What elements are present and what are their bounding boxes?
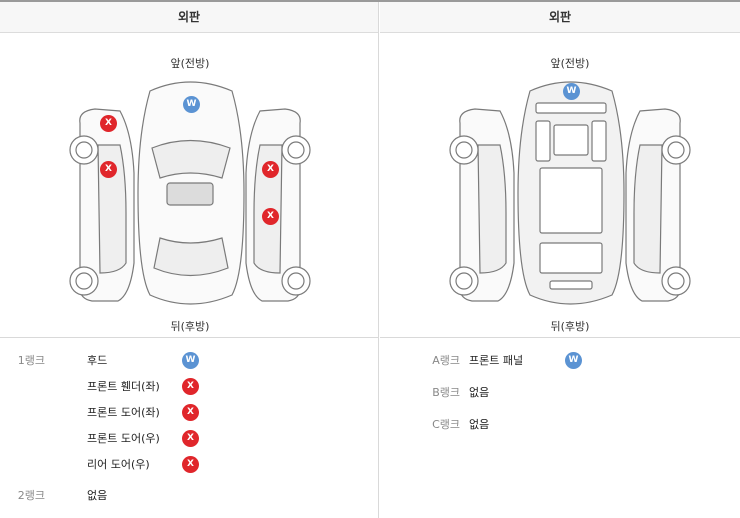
list-item: 리어 도어(우) X	[0, 455, 379, 475]
status-badge: X	[182, 456, 199, 473]
list-item: A랭크 프론트 패널 W	[380, 351, 740, 371]
status-badge: W	[182, 352, 199, 369]
frame-diagram: 앞(전방) 뒤(후방) W	[380, 33, 740, 338]
list-item: C랭크 없음	[432, 418, 490, 431]
marker-front-door-left[interactable]: X	[100, 161, 117, 178]
marker-front-panel[interactable]: W	[563, 83, 580, 100]
outer-panel-header: 외판	[0, 2, 378, 33]
list-item: 프론트 도어(좌) X	[0, 403, 379, 423]
status-badge: X	[182, 430, 199, 447]
status-badge: X	[182, 404, 199, 421]
rear-label: 뒤(후방)	[170, 320, 210, 333]
list-item: 2랭크 없음	[17, 489, 108, 502]
top-border	[0, 0, 740, 2]
front-label: 앞(전방)	[550, 57, 590, 70]
status-badge: X	[182, 378, 199, 395]
marker-hood[interactable]: W	[183, 96, 200, 113]
top-view-rear-window	[153, 237, 229, 277]
car-frame-diagram	[449, 81, 691, 305]
outer-panel-diagram: 앞(전방) 뒤(후방) W X X X X	[0, 33, 378, 338]
front-label: 앞(전방)	[170, 57, 210, 70]
status-badge: W	[565, 352, 582, 369]
list-item: 1랭크 후드 W	[0, 351, 379, 371]
marker-rear-door-right[interactable]: X	[262, 208, 279, 225]
frame-column: 외판	[380, 2, 740, 518]
frame-header: 외판	[380, 2, 740, 33]
marker-front-door-right[interactable]: X	[262, 161, 279, 178]
top-view-windshield	[151, 139, 231, 179]
marker-front-fender-left[interactable]: X	[100, 115, 117, 132]
list-item: 프론트 도어(우) X	[0, 429, 379, 449]
list-item: 프론트 휀더(좌) X	[0, 377, 379, 397]
list-item: B랭크 없음	[432, 386, 490, 399]
rear-label: 뒤(후방)	[550, 320, 590, 333]
car-outer-diagram	[69, 81, 311, 305]
outer-panel-column: 외판 앞(전방) 뒤(후방) W X	[0, 2, 379, 518]
